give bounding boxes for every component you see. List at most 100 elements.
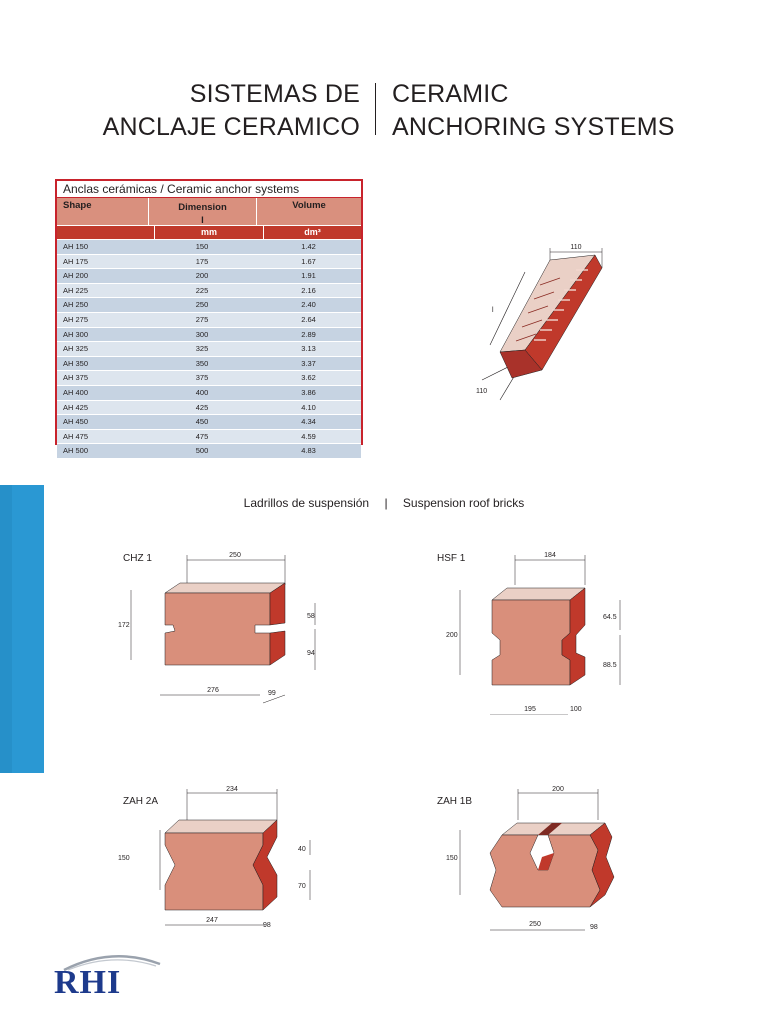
- header-volume: Volume: [256, 198, 361, 225]
- cell-shape: AH 250: [63, 300, 89, 310]
- brick-drawing-zah1b: 200 150 250 98: [446, 786, 615, 931]
- cell-shape: AH 200: [63, 271, 89, 281]
- cell-dimension: 150: [195, 242, 209, 251]
- cell-volume: 1.67: [301, 256, 316, 266]
- side-color-panel: [0, 485, 44, 773]
- cell-shape: AH 500: [63, 446, 89, 456]
- zah2a-upper: 40: [298, 846, 306, 853]
- table-row: AH 200 200 1.91: [57, 268, 361, 283]
- cell-volume: 3.37: [301, 358, 316, 368]
- cell-volume: 4.34: [301, 417, 316, 427]
- table-row: AH 225 225 2.16: [57, 282, 361, 298]
- table-row: AH 450 450 4.34: [57, 414, 361, 429]
- chz1-height: 172: [118, 622, 130, 629]
- brick-drawing-hsf1: 184 200 64.5 88.5 195 100: [446, 552, 621, 715]
- header-dimension: Dimension l: [148, 198, 256, 226]
- cell-volume: 3.62: [301, 373, 316, 383]
- cell-shape: AH 400: [63, 387, 89, 397]
- cell-dimension: 300: [195, 329, 209, 339]
- chz1-width: 250: [229, 552, 241, 559]
- section-title-separator: |: [384, 496, 388, 510]
- title-es-line1: SISTEMAS DE: [189, 80, 360, 108]
- section-title: Ladrillos de suspensión | Suspension roo…: [0, 496, 768, 510]
- table-units-row: mm dm³: [57, 226, 361, 239]
- table-caption: Anclas cerámicas / Ceramic anchor system…: [57, 181, 361, 198]
- cell-dimension: 200: [195, 271, 209, 281]
- brick-label-chz1: CHZ 1: [123, 553, 152, 564]
- cell-dimension: 250: [195, 300, 209, 310]
- zah1b-height: 150: [446, 855, 458, 862]
- title-spanish: SISTEMAS DE ANCLAJE CERAMICO: [100, 78, 360, 144]
- table-row: AH 375 375 3.62: [57, 370, 361, 385]
- cell-shape: AH 175: [63, 256, 89, 266]
- brick-label-hsf1: HSF 1: [437, 553, 466, 564]
- cell-shape: AH 475: [63, 431, 89, 441]
- zah2a-width: 234: [226, 786, 238, 793]
- unit-dimension: mm: [154, 226, 263, 239]
- table-row: AH 475 475 4.59: [57, 428, 361, 444]
- cell-volume: 2.64: [301, 314, 316, 324]
- title-english: CERAMIC ANCHORING SYSTEMS: [392, 78, 692, 144]
- brick-drawing-chz1: 250 172 58 94 276 99: [118, 552, 316, 704]
- cell-volume: 3.86: [301, 387, 316, 397]
- cell-shape: AH 425: [63, 402, 89, 412]
- hsf1-width: 184: [544, 552, 556, 559]
- zah2a-lower: 70: [298, 883, 306, 890]
- table-row: AH 325 325 3.13: [57, 341, 361, 356]
- cell-shape: AH 325: [63, 344, 89, 354]
- cell-dimension: 375: [195, 373, 209, 383]
- title-separator: [375, 83, 376, 135]
- cell-dimension: 475: [195, 431, 209, 441]
- cell-dimension: 275: [195, 314, 209, 324]
- cell-shape: AH 275: [63, 314, 89, 324]
- anchor-length-label: l: [492, 307, 494, 314]
- logo-text: RHI: [54, 964, 122, 1001]
- cell-dimension: 400: [195, 387, 209, 397]
- chz1-lower: 94: [307, 650, 315, 657]
- cell-shape: AH 375: [63, 373, 89, 383]
- hsf1-depth: 100: [570, 706, 582, 713]
- table-row: AH 400 400 3.86: [57, 384, 361, 400]
- zah2a-height: 150: [118, 855, 130, 862]
- logo-swoosh-icon: [63, 955, 161, 972]
- anchor-bottom-width: 110: [476, 388, 487, 395]
- cell-shape: AH 350: [63, 358, 89, 368]
- zah1b-width: 200: [552, 786, 564, 793]
- table-row: AH 500 500 4.83: [57, 443, 361, 458]
- zah2a-length: 247: [206, 917, 218, 924]
- cell-shape: AH 450: [63, 417, 89, 427]
- cell-volume: 2.89: [301, 329, 316, 339]
- title-es-line2: ANCLAJE CERAMICO: [102, 113, 360, 141]
- table-row: AH 425 425 4.10: [57, 399, 361, 415]
- chz1-upper: 58: [307, 613, 315, 620]
- cell-volume: 2.40: [301, 300, 316, 310]
- brick-label-zah1b: ZAH 1B: [437, 796, 473, 807]
- cell-volume: 4.59: [301, 431, 316, 441]
- cell-volume: 4.83: [301, 446, 316, 456]
- zah1b-length: 250: [529, 921, 541, 928]
- cell-dimension: 500: [195, 446, 209, 456]
- cell-dimension: 425: [195, 402, 209, 412]
- header-shape: Shape: [63, 200, 92, 211]
- chz1-depth: 99: [268, 690, 276, 697]
- cell-dimension: 325: [195, 344, 209, 354]
- cell-volume: 4.10: [301, 402, 316, 412]
- cell-shape: AH 300: [63, 329, 89, 339]
- hsf1-length: 195: [524, 706, 536, 713]
- title-en-line1: CERAMIC: [392, 80, 509, 108]
- chz1-length: 276: [207, 687, 219, 694]
- cell-volume: 1.91: [301, 271, 316, 281]
- cell-volume: 2.16: [301, 285, 316, 295]
- hsf1-upper: 64.5: [603, 614, 617, 621]
- section-title-en: Suspension roof bricks: [402, 496, 525, 510]
- cell-dimension: 225: [195, 285, 209, 295]
- cell-volume: 3.13: [301, 344, 316, 354]
- zah1b-depth: 98: [590, 924, 598, 931]
- brick-label-zah2a: ZAH 2A: [123, 796, 159, 807]
- table-row: AH 250 250 2.40: [57, 297, 361, 312]
- cell-dimension: 450: [195, 417, 209, 427]
- zah2a-depth: 98: [263, 922, 271, 929]
- cell-shape: AH 225: [63, 285, 89, 295]
